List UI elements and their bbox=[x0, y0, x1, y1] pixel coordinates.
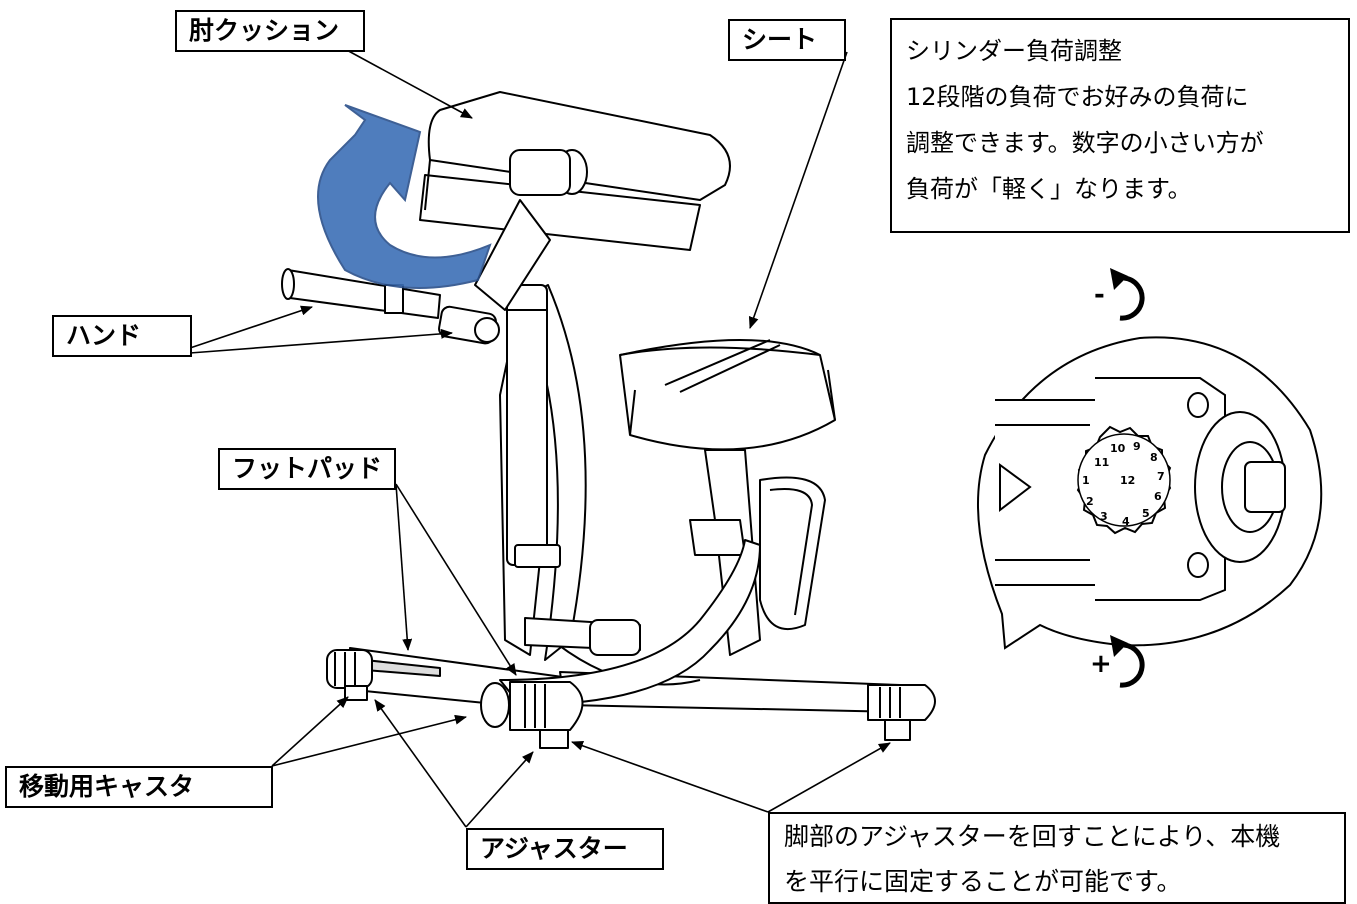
cylinder-note-line-1: シリンダー負荷調整 bbox=[906, 37, 1122, 65]
indicator-triangle bbox=[999, 463, 1032, 513]
label-elbow-cushion: 肘クッション bbox=[175, 10, 365, 52]
dial-number-4: 4 bbox=[1122, 515, 1130, 528]
dial-number-8: 8 bbox=[1150, 451, 1158, 464]
rotate-minus-icon: - bbox=[1094, 268, 1145, 321]
seat-post bbox=[689, 449, 826, 656]
pivot bbox=[509, 149, 588, 196]
adjuster-note-line-2: を平行に固定することが可能です。 bbox=[784, 867, 1182, 896]
dial-number-3: 3 bbox=[1100, 510, 1108, 523]
cylinder-note-line-3: 調整できます。数字の小さい方が bbox=[906, 129, 1264, 157]
dial-number-12: 12 bbox=[1120, 474, 1135, 487]
load-dial bbox=[1076, 425, 1172, 535]
dial-number-10: 10 bbox=[1110, 442, 1126, 455]
dial-number-11: 11 bbox=[1094, 456, 1109, 469]
minus-symbol: - bbox=[1094, 280, 1105, 310]
machine-drawing bbox=[281, 91, 936, 749]
gas-cylinder bbox=[506, 284, 561, 568]
cylinder-load-note: シリンダー負荷調整 12段階の負荷でお好みの負荷に 調整できます。数字の小さい方… bbox=[890, 18, 1350, 233]
leader-lines bbox=[189, 47, 891, 828]
dial-number-9: 9 bbox=[1133, 440, 1141, 453]
cylinder-note-line-4: 負荷が「軽く」なります。 bbox=[906, 175, 1192, 203]
label-foot-pad: フットパッド bbox=[218, 448, 396, 490]
elbow-cushion-pad bbox=[419, 91, 731, 251]
seat-cushion bbox=[619, 339, 836, 451]
label-casters: 移動用キャスタ bbox=[5, 766, 273, 808]
rotate-plus-icon: + bbox=[1090, 635, 1145, 688]
dial-number-5: 5 bbox=[1142, 507, 1150, 520]
foot-bar bbox=[524, 617, 641, 656]
roller-left bbox=[326, 649, 373, 701]
cylinder-note-line-2: 12段階の負荷でお好みの負荷に bbox=[906, 83, 1249, 111]
hand-grip bbox=[281, 268, 441, 319]
arm-lever bbox=[438, 199, 551, 345]
roller-center bbox=[480, 681, 584, 749]
label-hand: ハンド bbox=[52, 315, 192, 357]
label-seat: シート bbox=[728, 19, 846, 61]
adjuster-note-line-1: 脚部のアジャスターを回すことにより、本機 bbox=[784, 822, 1281, 851]
dial-number-7: 7 bbox=[1157, 470, 1165, 483]
dial-number-6: 6 bbox=[1154, 490, 1162, 503]
plus-symbol: + bbox=[1090, 649, 1112, 679]
dial-number-2: 2 bbox=[1086, 495, 1094, 508]
roller-right bbox=[867, 684, 936, 741]
adjuster-note: 脚部のアジャスターを回すことにより、本機 を平行に固定することが可能です。 bbox=[768, 812, 1346, 904]
dial-number-1: 1 bbox=[1082, 474, 1090, 487]
dial-callout bbox=[977, 336, 1323, 650]
rotation-arrow bbox=[317, 104, 492, 289]
label-adjuster: アジャスター bbox=[466, 828, 664, 870]
